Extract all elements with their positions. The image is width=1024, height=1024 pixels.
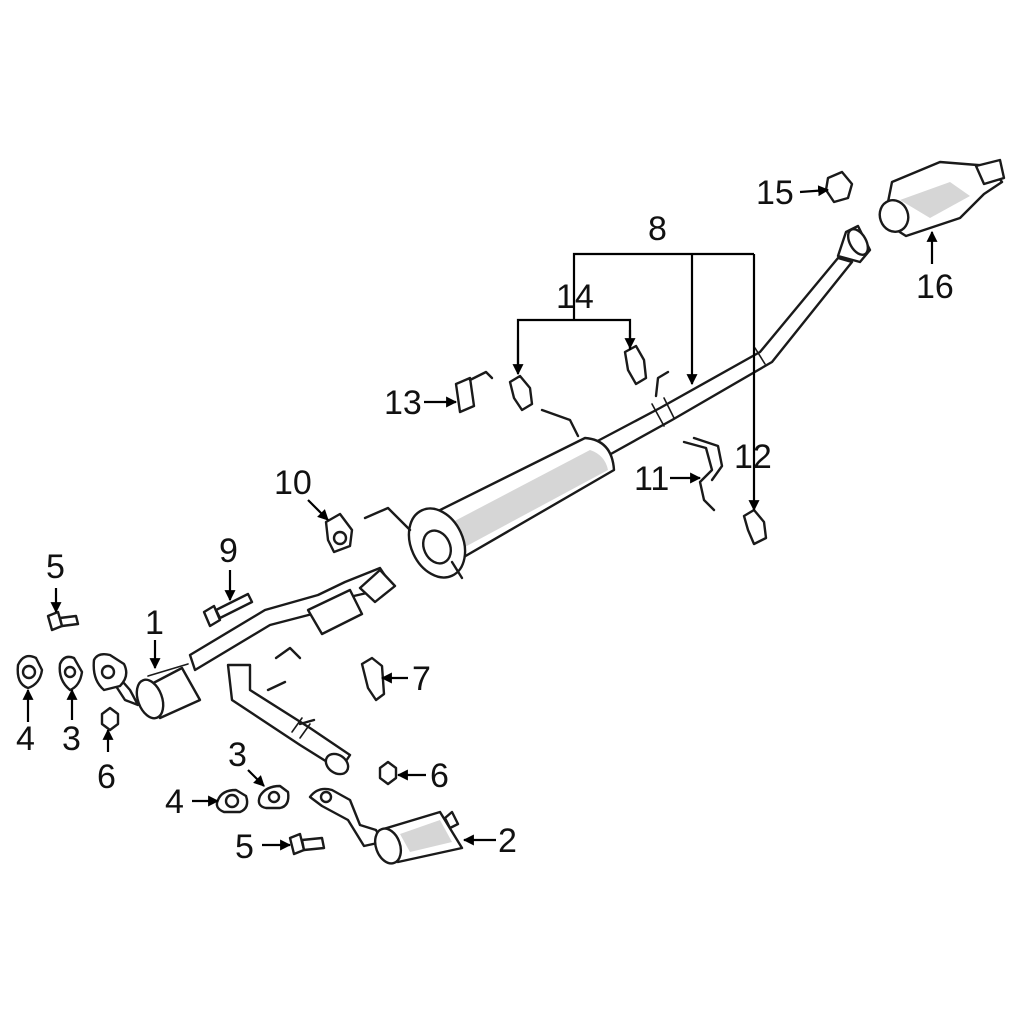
manifold-flange — [92, 652, 128, 692]
catalytic-converter-2 — [308, 787, 464, 865]
muffler — [363, 408, 616, 580]
bracket-7 — [360, 656, 386, 702]
muffler-tip-16 — [878, 158, 1006, 238]
callout-3a: 3 — [62, 720, 81, 758]
bolt-5b — [288, 832, 326, 856]
gasket-4a-hole — [21, 664, 37, 680]
callout-5a: 5 — [46, 548, 65, 586]
clamp-15 — [824, 170, 854, 204]
callout-6a: 6 — [97, 758, 116, 796]
callout-15: 15 — [756, 174, 794, 212]
callout-16: 16 — [916, 268, 954, 306]
gasket-4b-hole — [224, 793, 240, 809]
callout-9: 9 — [219, 532, 238, 570]
callout-12: 12 — [734, 438, 772, 476]
callout-6b: 6 — [430, 757, 449, 795]
nut-6b — [378, 760, 398, 786]
callout-11: 11 — [634, 460, 669, 498]
callout-7: 7 — [412, 660, 431, 698]
intermediate-pipe — [588, 224, 872, 462]
y-pipe-assembly — [106, 566, 397, 776]
callout-10: 10 — [274, 464, 312, 502]
gasket-3b-hole — [267, 790, 281, 804]
bolt-9 — [202, 592, 254, 628]
gasket-3a-hole — [63, 665, 77, 679]
callout-3b: 3 — [228, 736, 247, 774]
isolator-12 — [742, 508, 768, 546]
callout-13: 13 — [384, 384, 422, 422]
callout-5b: 5 — [235, 828, 254, 866]
hanger-10-hole — [332, 530, 348, 546]
isolator-14b — [623, 344, 648, 386]
bracket-13 — [454, 376, 476, 414]
callout-1: 1 — [145, 604, 164, 642]
hanger-11 — [682, 436, 724, 512]
callout-leaders — [22, 185, 938, 851]
callout-4a: 4 — [16, 720, 35, 758]
bracket-13-rod — [468, 370, 494, 382]
callout-4b: 4 — [165, 783, 184, 821]
nut-6a — [100, 706, 120, 732]
bolt-5a — [46, 610, 80, 632]
isolator-14a — [508, 374, 534, 412]
callout-8: 8 — [648, 210, 667, 248]
callout-2: 2 — [498, 822, 517, 860]
callout-14: 14 — [556, 278, 594, 316]
